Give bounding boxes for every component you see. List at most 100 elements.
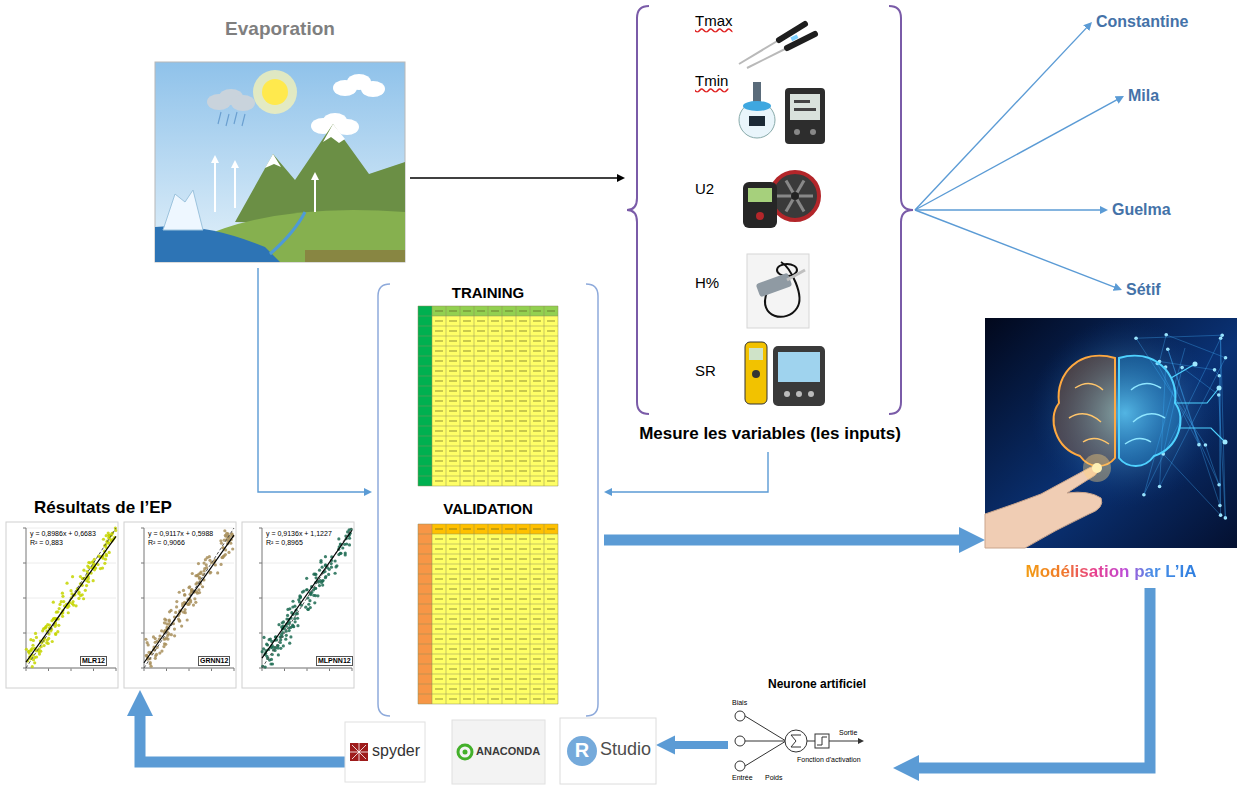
figure-annotation: y = 0,9136x + 1,1227 — [265, 530, 333, 538]
cell-value-mark — [505, 588, 513, 589]
anemometer-body — [743, 182, 777, 228]
cell-value-mark — [505, 370, 513, 371]
cell-value-mark — [533, 450, 541, 451]
table-rule — [544, 524, 545, 704]
data-point — [149, 661, 152, 664]
cell-value-mark — [435, 618, 443, 619]
cell-value-mark — [449, 480, 457, 481]
data-point — [145, 654, 148, 657]
group-caption: Mesure les variables (les inputs) — [639, 424, 901, 444]
figure-annotation: y = 0,9117x + 0,5988 — [147, 530, 214, 538]
data-point — [58, 603, 61, 606]
station-name: Sétif — [1126, 281, 1161, 299]
cell-value-mark — [463, 380, 471, 381]
cell-value-mark — [491, 658, 499, 659]
cell-value-mark — [491, 370, 499, 371]
cell-value-mark — [491, 568, 499, 569]
data-point — [45, 625, 48, 628]
x-axis — [26, 668, 116, 669]
cell-value-mark — [519, 320, 527, 321]
meter-screen — [749, 348, 763, 360]
cell-value-mark — [449, 340, 457, 341]
software-logo: ANACONDA — [452, 720, 545, 784]
cell-value-mark — [505, 420, 513, 421]
data-point — [56, 610, 59, 613]
cell-value-mark — [547, 618, 555, 619]
x-axis — [144, 668, 234, 669]
data-point — [174, 611, 177, 614]
cell-value-mark — [435, 360, 443, 361]
cell-value-mark — [519, 370, 527, 371]
node-illustration — [985, 318, 1237, 588]
logo-word: ANACONDA — [476, 745, 540, 758]
data-point — [191, 572, 194, 575]
cell-value-mark — [547, 568, 555, 569]
connector-arrow — [604, 535, 964, 546]
station-name: Constantine — [1096, 13, 1188, 31]
data-point — [209, 571, 212, 574]
cell-value-mark — [449, 390, 457, 391]
meter-body — [745, 342, 767, 404]
data-point — [88, 561, 91, 564]
cell-value-mark — [463, 390, 471, 391]
data-point — [296, 624, 299, 627]
sum-symbol — [791, 735, 801, 747]
cell-value-mark — [477, 698, 485, 699]
cell-value-mark — [505, 460, 513, 461]
cell-value-mark — [491, 350, 499, 351]
table-heading: TRAINING — [452, 284, 525, 301]
data-point — [282, 620, 285, 623]
scatter-chart — [6, 522, 118, 688]
cell-value-mark — [463, 678, 471, 679]
data-point — [313, 601, 316, 604]
station-label: Mila — [1124, 84, 1164, 108]
cell-value-mark — [519, 310, 527, 311]
data-point — [62, 600, 65, 603]
cell-value-mark — [477, 340, 485, 341]
right-brace — [889, 6, 913, 414]
cell-value-mark — [449, 558, 457, 559]
cell-value-mark — [477, 400, 485, 401]
data-point — [305, 588, 308, 591]
cell-value-mark — [547, 350, 555, 351]
cell-value-mark — [477, 420, 485, 421]
table-cells — [418, 306, 558, 486]
cell-value-mark — [449, 450, 457, 451]
data-point — [204, 558, 207, 561]
data-point — [268, 658, 271, 661]
cell-value-mark — [463, 658, 471, 659]
panel-heading: Evaporation — [225, 18, 335, 40]
cell-value-mark — [435, 420, 443, 421]
cell-value-mark — [505, 400, 513, 401]
cell-value-mark — [477, 638, 485, 639]
cell-value-mark — [491, 320, 499, 321]
logo-square — [350, 743, 368, 761]
cell-value-mark — [435, 598, 443, 599]
data-point — [321, 566, 324, 569]
evaporation-arrow — [234, 162, 236, 208]
network-line — [1182, 368, 1219, 395]
data-point — [82, 597, 85, 600]
cell-value-mark — [477, 450, 485, 451]
cell-value-mark — [491, 698, 499, 699]
connector-arrow — [915, 209, 1101, 210]
cell-value-mark — [435, 450, 443, 451]
cell-value-mark — [477, 678, 485, 679]
data-point — [199, 570, 202, 573]
weight-line — [745, 741, 786, 766]
cell-value-mark — [463, 608, 471, 609]
data-point — [45, 641, 48, 644]
sum-node — [785, 730, 807, 752]
data-point — [81, 593, 84, 596]
model-name: MLR12 — [80, 656, 107, 666]
cell-value-mark — [491, 558, 499, 559]
cell-value-mark — [449, 330, 457, 331]
evaporation-arrowhead — [231, 160, 239, 168]
link — [807, 741, 815, 742]
panel-caption: Modélisation par L’IA — [1026, 562, 1197, 582]
right-bracket — [586, 284, 598, 716]
data-table-panel: TRAINING — [414, 284, 562, 490]
data-point — [67, 611, 70, 614]
cell-value-mark — [519, 568, 527, 569]
cell-value-mark — [505, 480, 513, 481]
